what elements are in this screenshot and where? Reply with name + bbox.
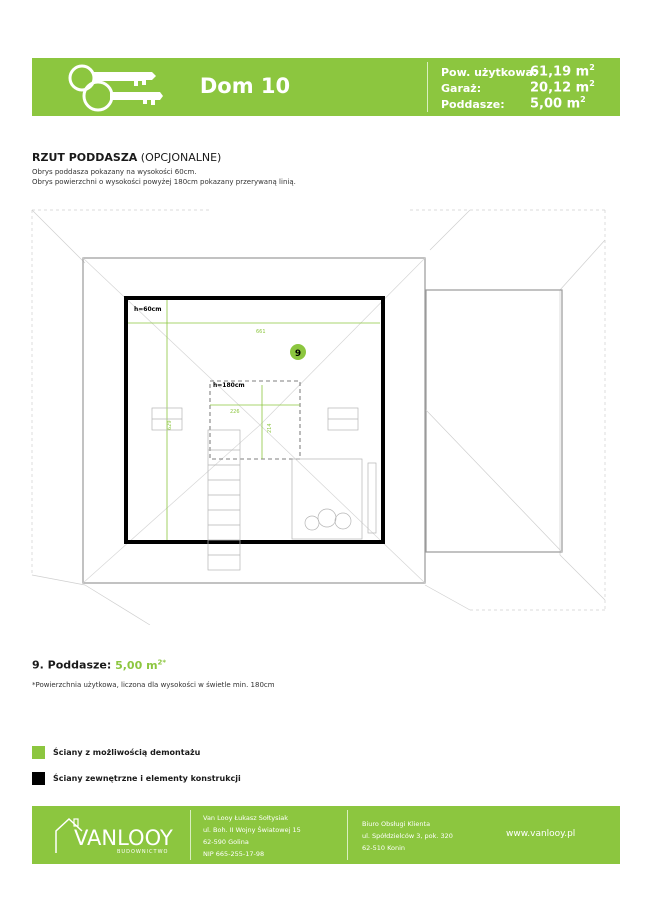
legend-label-structural: Ściany zewnętrzne i elementy konstrukcji <box>53 774 241 783</box>
office-info: Biuro Obsługi Klienta ul. Spółdzielców 3… <box>362 820 453 852</box>
dim-661-label: 661 <box>256 329 266 335</box>
plan-note-2: Obrys powierzchni o wysokości powyżej 18… <box>32 178 296 186</box>
legend-swatch-structural <box>32 772 45 785</box>
h180-label: h=180cm <box>213 382 245 389</box>
room-number-badge <box>290 344 306 360</box>
stat-value-attic: 5,00 m2 <box>530 95 586 112</box>
plan-note-1: Obrys poddasza pokazany na wysokości 60c… <box>32 168 197 176</box>
footer-divider-2 <box>347 810 348 860</box>
footer-divider-1 <box>190 810 191 860</box>
header-bar <box>32 58 620 116</box>
footnote: *Powierzchnia użytkowa, liczona dla wyso… <box>32 681 275 689</box>
website-link[interactable]: www.vanlooy.pl <box>506 829 576 839</box>
h60-label: h=60cm <box>134 306 161 313</box>
page-title: Dom 10 <box>199 74 291 98</box>
header-divider <box>427 62 428 112</box>
stat-label-garage: Garaż: <box>441 82 482 95</box>
dim-629-label: 629 <box>167 420 173 430</box>
house-logo-icon <box>55 817 83 853</box>
legend-label-removable: Ściany z możliwością demontażu <box>53 748 201 757</box>
stat-value-garage: 20,12 m2 <box>530 79 595 96</box>
attic-summary: 9. Poddasze: 5,00 m2* <box>32 658 167 672</box>
dim-214-label: 214 <box>267 423 273 433</box>
brand-logo-subtitle: BUDOWNICTWO <box>117 849 169 855</box>
keys-icon <box>68 64 163 112</box>
room-number: 9 <box>295 349 301 359</box>
brand-logo-text: VANLOOY <box>74 826 173 850</box>
company-info: Van Looy Łukasz Sołtysiak ul. Boh. II Wo… <box>203 814 301 858</box>
stat-value-usable: 61,19 m2 <box>530 63 595 80</box>
footer-bar <box>32 806 620 864</box>
legend-swatch-removable <box>32 746 45 759</box>
dim-226-label: 226 <box>230 409 240 415</box>
plan-title: RZUT PODDASZA (OPCJONALNE) <box>32 151 222 164</box>
stat-label-attic: Poddasze: <box>441 98 505 111</box>
stat-label-usable: Pow. użytkowa: <box>441 66 538 79</box>
attic-floor-plan: h=60cm 661 629 h=180cm 226 214 9 <box>31 209 606 625</box>
